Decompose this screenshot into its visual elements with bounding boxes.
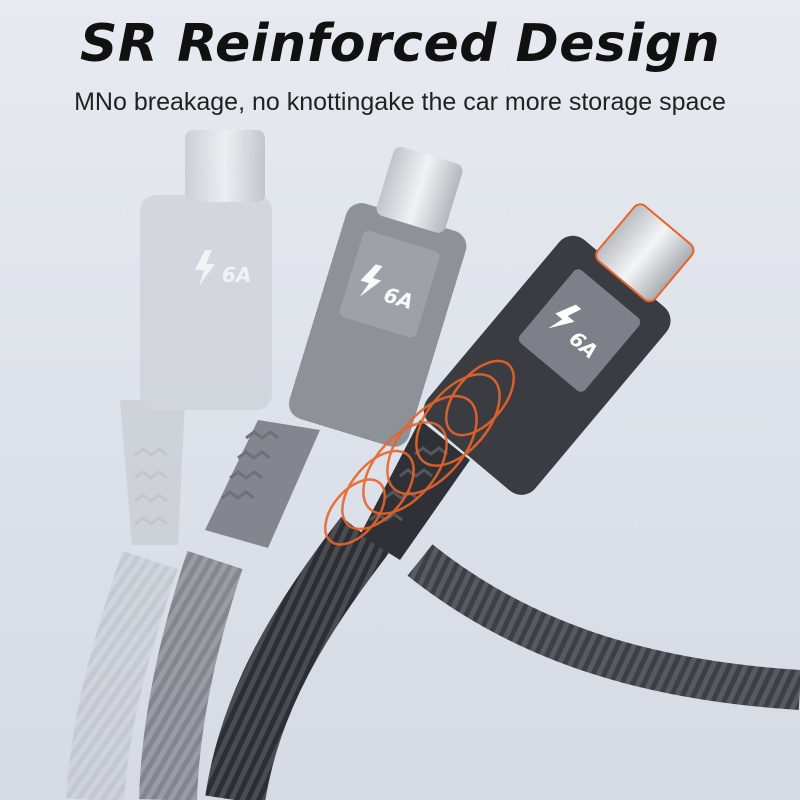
reinforcement-rings [324,359,515,546]
strain-relief [120,400,185,545]
usb-c-plug [185,130,265,202]
braided-cord-loop [407,544,800,710]
headline: SR Reinforced Design [79,14,721,74]
braided-cord [66,550,178,800]
strain-relief-grip [221,430,279,500]
connector-housing [140,195,272,410]
usb-c-plug [376,146,463,233]
badge-panel [518,269,641,392]
cable-dark: 6A [205,203,800,800]
braided-cord [139,550,243,800]
braided-cord [205,516,389,800]
badge-panel [339,230,440,338]
amperage-badge: 6A [222,263,251,287]
lightning-icon [548,304,582,329]
strain-relief [205,420,320,548]
strain-relief-grip [134,447,168,526]
lightning-icon [359,264,383,297]
cable-faded: 6A [66,130,272,800]
lightning-icon [195,250,215,286]
cable-medium: 6A [139,146,467,800]
strain-relief [360,420,470,560]
usb-c-plug [595,203,695,303]
subheadline: MNo breakage, no knottingake the car mor… [74,88,726,116]
